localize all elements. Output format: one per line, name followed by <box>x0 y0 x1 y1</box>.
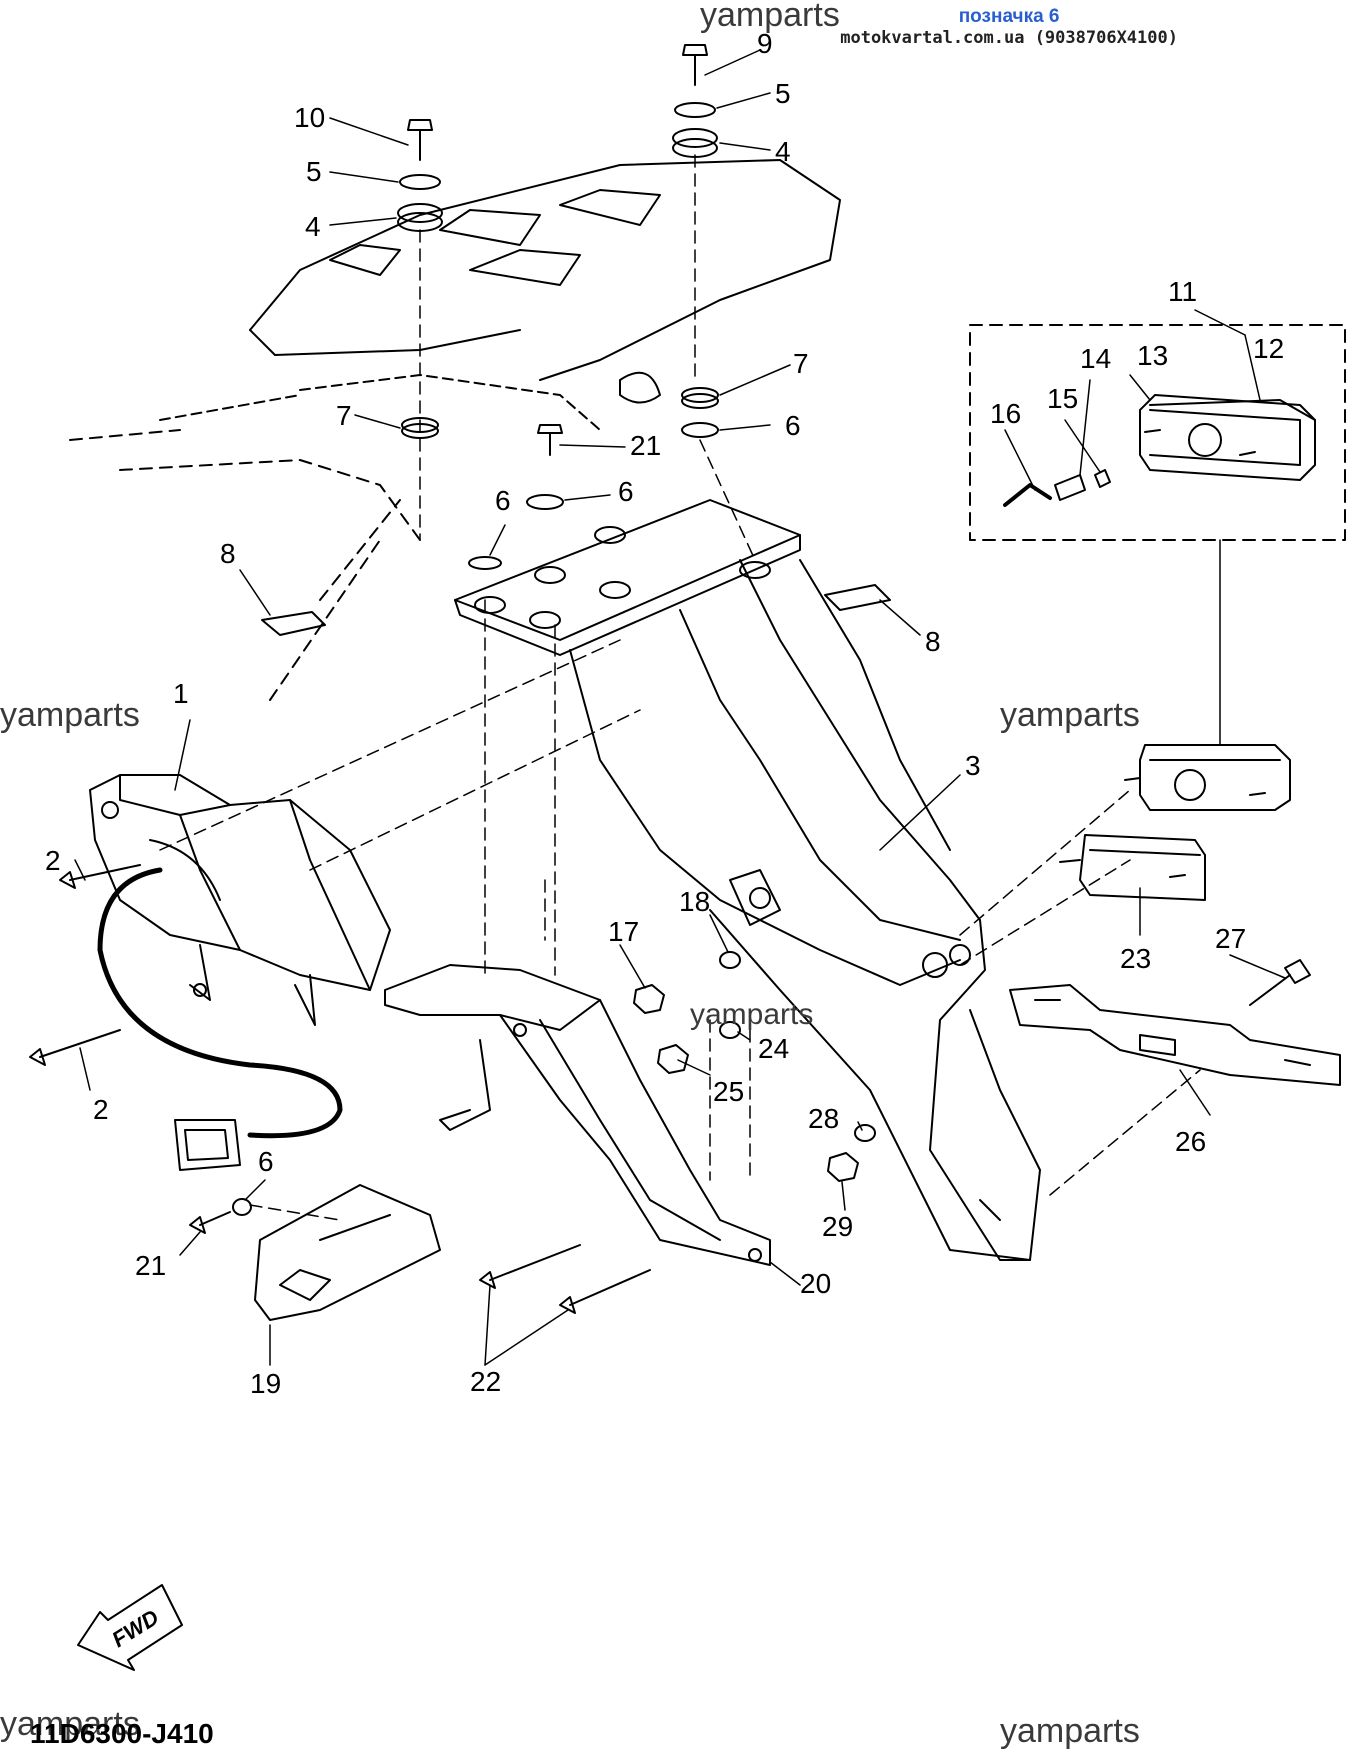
fasteners <box>29 44 1311 1314</box>
callout-29: 29 <box>822 1211 854 1242</box>
callout-3: 3 <box>965 750 981 781</box>
callout-15: 15 <box>1047 383 1079 414</box>
reflector-holder-part-19 <box>254 1184 441 1321</box>
plate-part-23 <box>1059 834 1206 901</box>
watermark-bottom-left: yamparts <box>0 1705 140 1743</box>
connector-plug <box>174 1119 241 1171</box>
callout-8-right: 8 <box>925 626 941 657</box>
lower-bracket-part-20 <box>384 964 771 1266</box>
alignment-lines <box>159 154 1201 1221</box>
leader-lines <box>74 49 1286 1366</box>
callout-6-a: 6 <box>495 485 511 516</box>
callout-25: 25 <box>713 1076 745 1107</box>
callout-16: 16 <box>990 398 1022 429</box>
callout-28: 28 <box>808 1103 840 1134</box>
seat-frame-outline <box>69 159 841 701</box>
callout-19: 19 <box>250 1368 282 1399</box>
license-lamp-exploded <box>969 324 1346 541</box>
reference-label: позначка 6 <box>958 6 1060 27</box>
callout-5-right: 5 <box>775 78 791 109</box>
callout-9: 9 <box>757 28 773 59</box>
callout-2: 2 <box>45 845 61 876</box>
callout-22: 22 <box>470 1366 502 1397</box>
callout-20: 20 <box>800 1268 832 1299</box>
callout-12: 12 <box>1253 333 1285 364</box>
license-lamp-assembled <box>1124 744 1291 811</box>
watermark-bottom-right: yamparts <box>1000 1712 1140 1750</box>
callout-8-left: 8 <box>220 538 236 569</box>
callout-2-lower: 2 <box>93 1094 109 1125</box>
watermark-center: yamparts <box>690 998 814 1031</box>
main-bracket-part-3 <box>454 499 1041 1261</box>
diagram-code: 11D6300-J410 <box>30 1718 214 1749</box>
watermark-left: yamparts <box>0 696 140 734</box>
watermark-top: yamparts <box>700 0 840 34</box>
callout-6-c: 6 <box>785 410 801 441</box>
reference-header: позначка 6 motokvartal.com.ua (9038706X4… <box>840 6 1178 48</box>
callout-18: 18 <box>679 886 711 917</box>
watermark-right: yamparts <box>1000 696 1140 734</box>
callout-7-right: 7 <box>793 348 809 379</box>
callout-14: 14 <box>1080 343 1112 374</box>
callout-1: 1 <box>173 678 189 709</box>
callout-5-left: 5 <box>306 156 322 187</box>
reference-site: motokvartal.com.ua (9038706X4100) <box>840 28 1178 48</box>
callout-21-upper: 21 <box>630 430 662 461</box>
callout-26: 26 <box>1175 1126 1207 1157</box>
callout-7-left: 7 <box>336 400 352 431</box>
forward-arrow-icon: FWD <box>77 1584 183 1671</box>
callout-6-d: 6 <box>258 1146 274 1177</box>
callout-24: 24 <box>758 1033 790 1064</box>
tail-light-part-1 <box>89 774 391 1026</box>
callout-21-lower: 21 <box>135 1250 167 1281</box>
callout-27: 27 <box>1215 923 1247 954</box>
plate-bracket-part-26 <box>1009 984 1341 1086</box>
callout-23: 23 <box>1120 943 1152 974</box>
callout-6-b: 6 <box>618 476 634 507</box>
callout-4-right: 4 <box>775 136 791 167</box>
callout-11: 11 <box>1168 276 1198 307</box>
callout-13: 13 <box>1137 340 1169 371</box>
callout-4-left: 4 <box>305 211 321 242</box>
wiring-harness <box>97 867 343 1139</box>
callout-10: 10 <box>294 102 326 133</box>
callout-17: 17 <box>608 916 640 947</box>
